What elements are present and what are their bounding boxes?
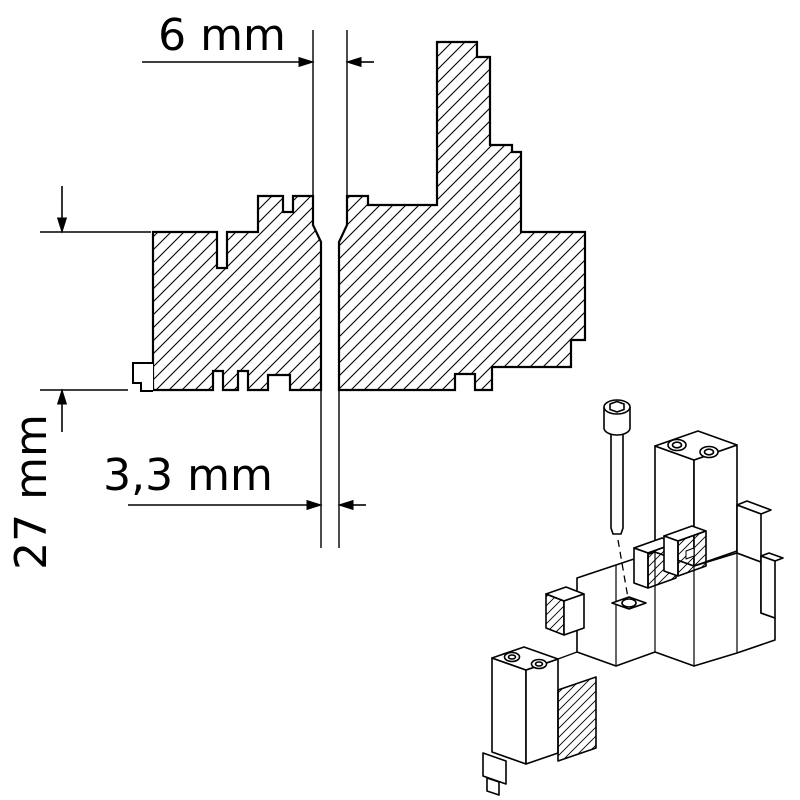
- arrowhead-up-icon: [56, 388, 68, 405]
- section-left-body: [151, 194, 323, 392]
- dimension-6mm: 6 mm: [142, 10, 374, 68]
- dimension-label-6mm: 6 mm: [158, 10, 286, 61]
- side-step-face: [736, 504, 762, 563]
- arrowhead-down-icon: [56, 217, 68, 234]
- front-block-right-face: [525, 658, 559, 765]
- front-block-left-face: [491, 657, 527, 765]
- section-right-body: [337, 40, 587, 392]
- tower-top-face: [654, 430, 738, 461]
- join-edge: [557, 651, 578, 660]
- dimension-3-3mm: 3,3 mm: [103, 450, 366, 511]
- terminal-port-bore: [507, 654, 517, 660]
- din-clip: [482, 752, 507, 785]
- dimension-27mm: 27 mm: [6, 186, 151, 570]
- arrowhead-left-icon: [345, 56, 362, 68]
- arrowhead-right-icon: [298, 56, 315, 68]
- dimension-label-27mm: 27 mm: [6, 414, 57, 570]
- connector-front: [663, 535, 679, 577]
- mounting-screw: [603, 399, 631, 535]
- screw-centerline: [617, 539, 629, 599]
- side-step-face: [760, 555, 776, 619]
- screw-head-body: [603, 407, 631, 436]
- arrowhead-left-icon: [337, 499, 354, 511]
- connector-front: [633, 547, 649, 589]
- hex-socket-icon: [609, 400, 625, 413]
- dimension-label-3-3mm: 3,3 mm: [103, 450, 273, 501]
- section-din-clip: [132, 362, 153, 392]
- din-clip-tab: [486, 777, 500, 796]
- lower-hatched-face: [557, 676, 597, 762]
- screw-hole: [621, 598, 637, 608]
- small-block-hatched-face: [545, 593, 565, 636]
- small-block-right-face: [563, 593, 585, 636]
- terminal-port-bore: [534, 661, 544, 667]
- terminal-port-bore: [671, 441, 683, 449]
- section-view: [132, 30, 587, 548]
- arrowhead-right-icon: [306, 499, 323, 511]
- screw-shaft: [610, 434, 624, 535]
- terminal-port-bore: [703, 448, 715, 456]
- isometric-view: [482, 399, 784, 796]
- connector-window: [685, 547, 695, 560]
